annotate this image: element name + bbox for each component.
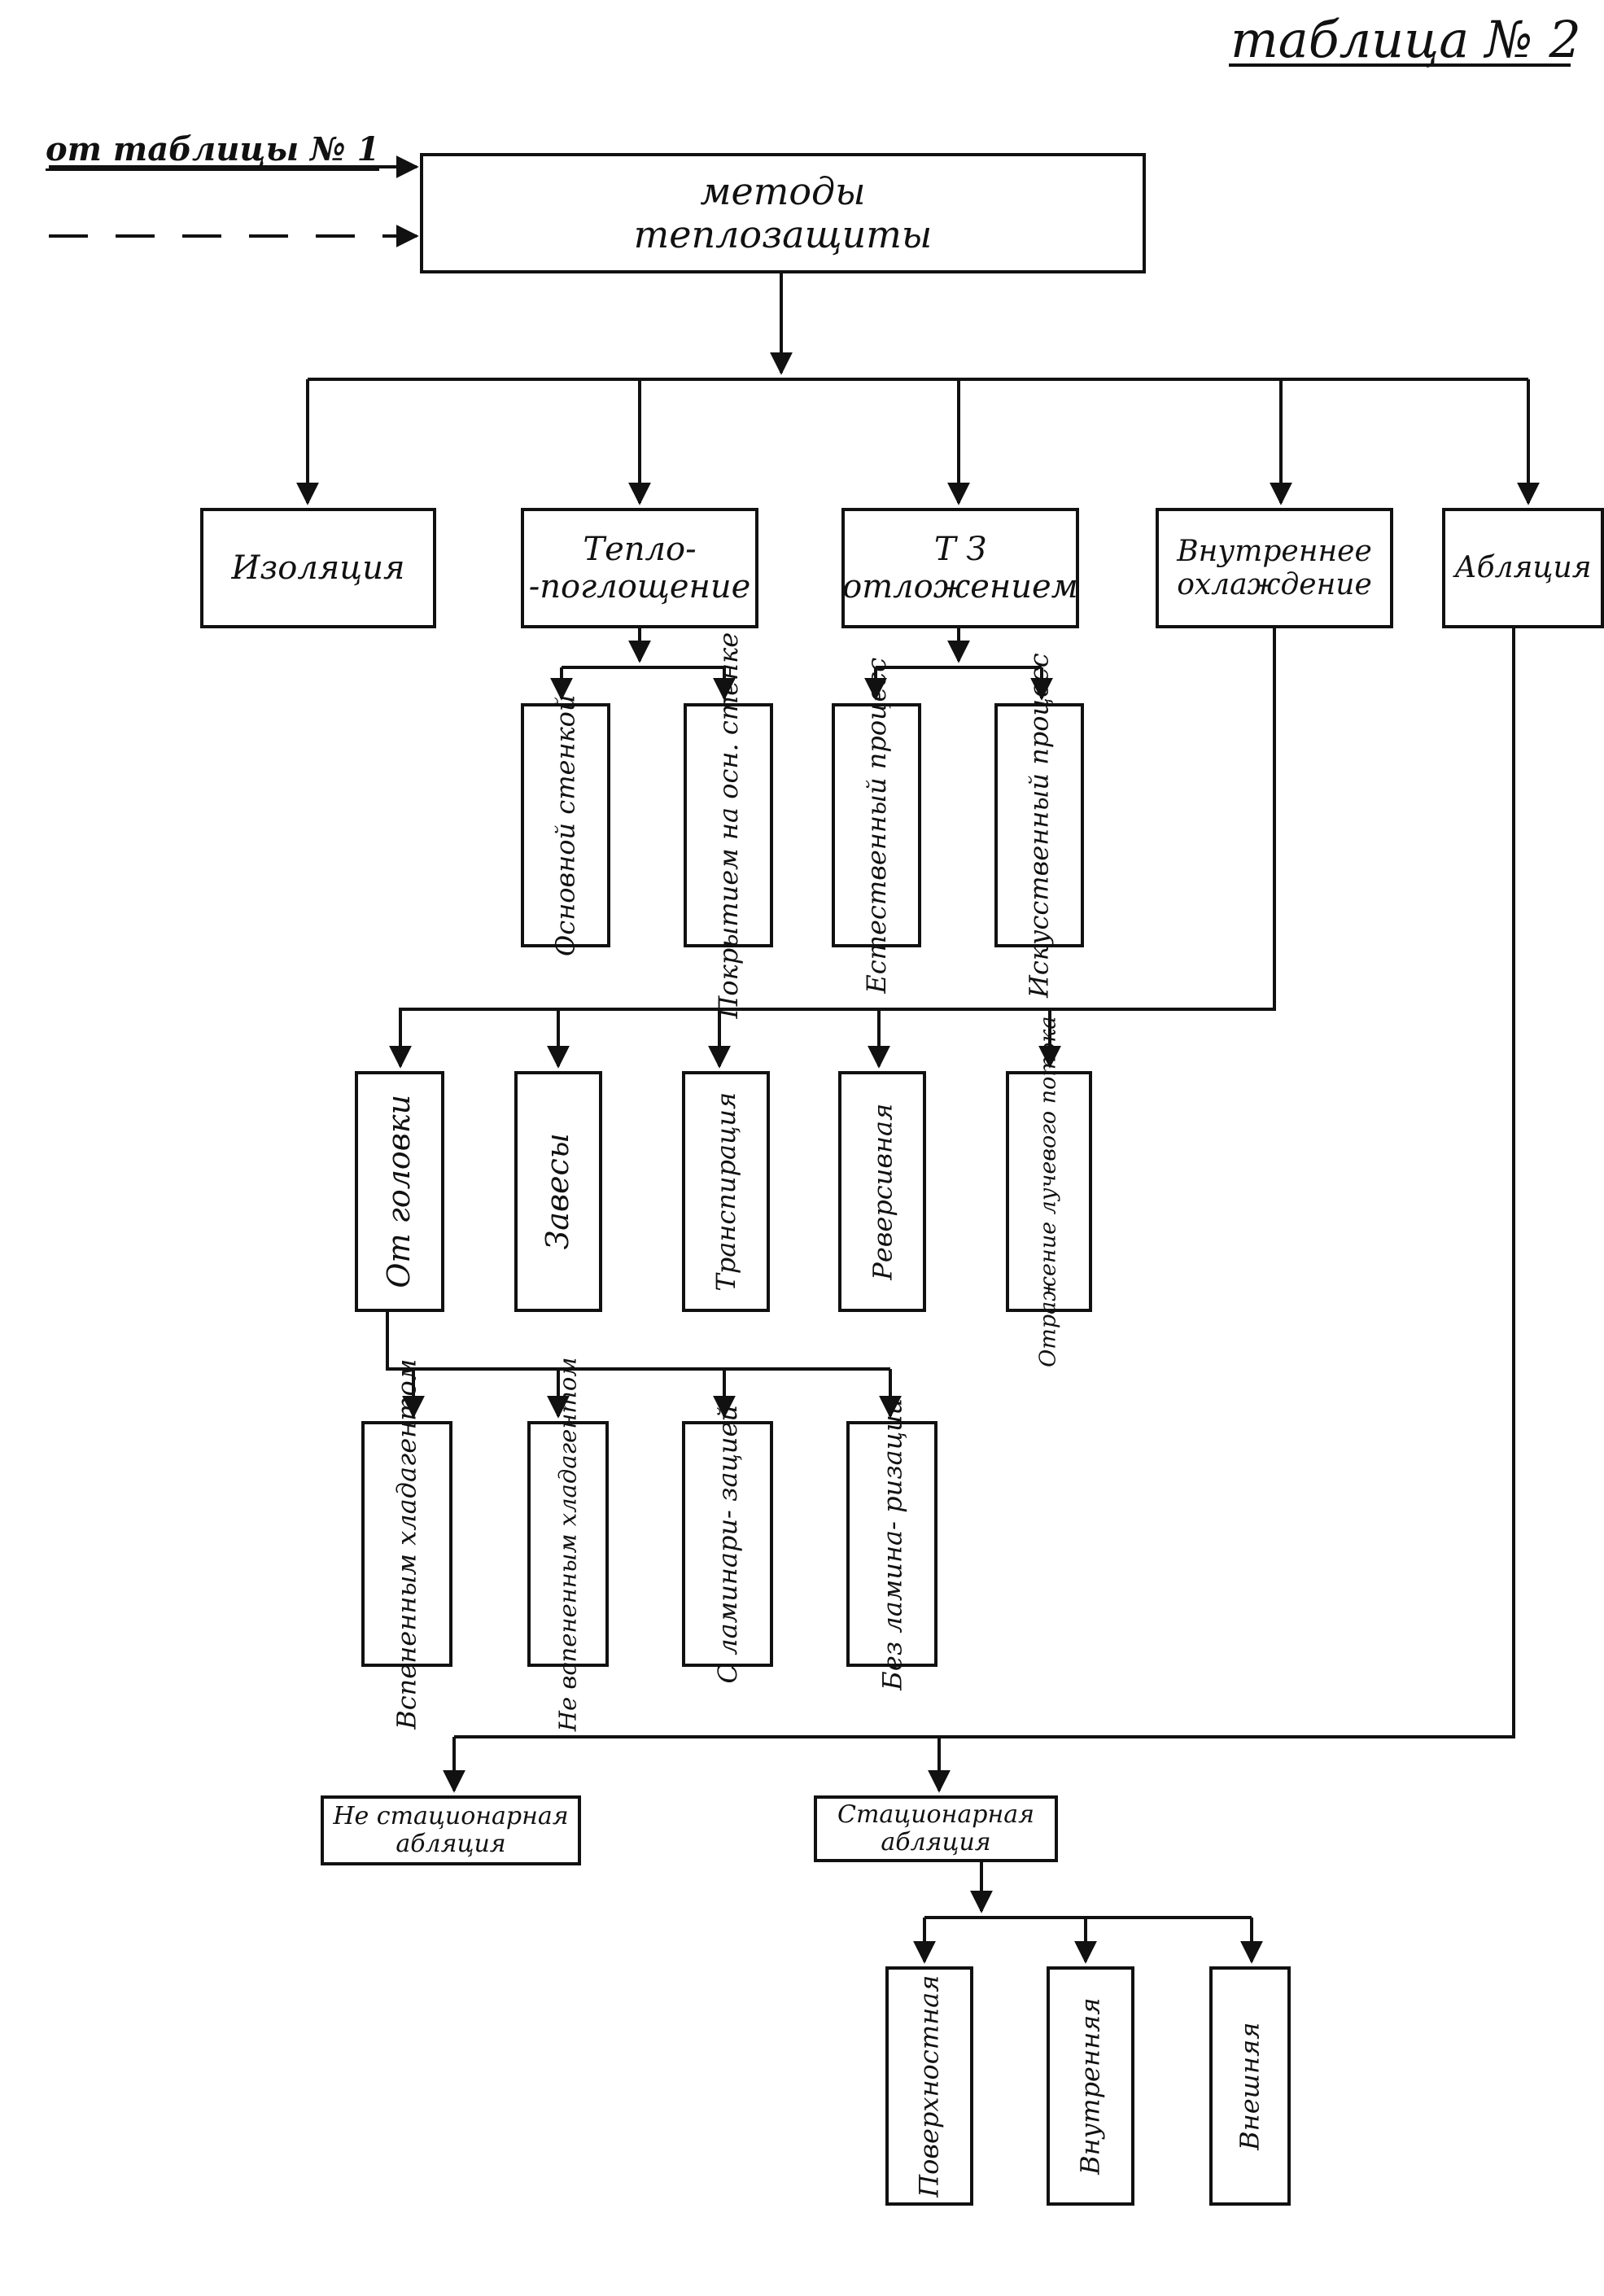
node-with-laminarization: С ламинари- зацией [682, 1405, 773, 1683]
node-internal-cooling-label: Внутреннее охлаждение [1177, 534, 1372, 601]
node-artificial-process-label: Искусственный процесс [1023, 653, 1055, 998]
node-transpiration: Транспирация [682, 1071, 770, 1312]
node-reversible: Реверсивная [838, 1071, 926, 1312]
node-radiation-reflection: Отражение лучевого потока [1006, 1016, 1092, 1367]
node-internal-cooling: Внутреннее охлаждение [1156, 508, 1393, 628]
node-curtains: Завесы [514, 1071, 602, 1312]
root-label: методы теплозащиты [633, 169, 933, 256]
node-external: Внешняя [1209, 1966, 1291, 2206]
node-ablation-label: Абляция [1454, 551, 1592, 585]
node-nonstationary-ablation-label: Не стационарная абляция [333, 1801, 569, 1858]
node-foamed-coolant-label: Вспененным хладагентом [391, 1358, 422, 1730]
node-main-wall: Основной стенкой [521, 694, 610, 956]
node-external-label: Внешняя [1234, 2022, 1265, 2150]
node-isolation-label: Изоляция [231, 549, 405, 587]
node-tz-deposition: Т З отложением [841, 508, 1079, 628]
node-natural-process-label: Естественный процесс [860, 657, 892, 994]
node-natural-process: Естественный процесс [832, 658, 921, 993]
node-without-laminarization: Без ламина- ризации [846, 1398, 937, 1690]
node-radiation-reflection-label: Отражение лучевого потока [1035, 1016, 1061, 1367]
root-node: методы теплозащиты [420, 153, 1146, 273]
node-internal-label: Внутренняя [1074, 1997, 1106, 2175]
node-curtains-label: Завесы [540, 1133, 576, 1250]
page-label: таблица № 2 [1230, 10, 1581, 69]
node-stationary-ablation: Стационарная абляция [814, 1795, 1058, 1862]
node-heat-absorption-label: Тепло- -поглощение [528, 531, 751, 606]
node-non-foamed-coolant-label: Не вспененным хладагентом [553, 1357, 582, 1731]
node-internal: Внутренняя [1047, 1966, 1134, 2206]
node-from-head-label: От головки [381, 1095, 417, 1288]
node-reversible-label: Реверсивная [866, 1103, 898, 1280]
node-transpiration-label: Транспирация [710, 1091, 741, 1292]
node-coating-label: Покрытием на осн. стенке [712, 632, 744, 1019]
incoming-label: от таблицы № 1 [46, 130, 380, 171]
node-surface-label: Поверхностная [913, 1975, 945, 2198]
node-isolation: Изоляция [200, 508, 436, 628]
node-non-foamed-coolant: Не вспененным хладагентом [527, 1357, 609, 1731]
node-coating: Покрытием на осн. стенке [684, 632, 773, 1018]
node-ablation: Абляция [1442, 508, 1604, 628]
node-nonstationary-ablation: Не стационарная абляция [321, 1795, 581, 1865]
node-surface: Поверхностная [885, 1966, 973, 2206]
node-from-head: От головки [355, 1071, 444, 1312]
node-tz-deposition-label: Т З отложением [842, 531, 1078, 606]
node-without-laminarization-label: Без ламина- ризации [876, 1397, 907, 1690]
node-stationary-ablation-label: Стационарная абляция [837, 1800, 1034, 1856]
node-artificial-process: Искусственный процесс [994, 653, 1084, 998]
node-main-wall-label: Основной стенкой [549, 694, 581, 956]
node-with-laminarization-label: С ламинари- зацией [711, 1404, 743, 1684]
node-heat-absorption: Тепло- -поглощение [521, 508, 758, 628]
node-foamed-coolant: Вспененным хладагентом [361, 1358, 452, 1730]
